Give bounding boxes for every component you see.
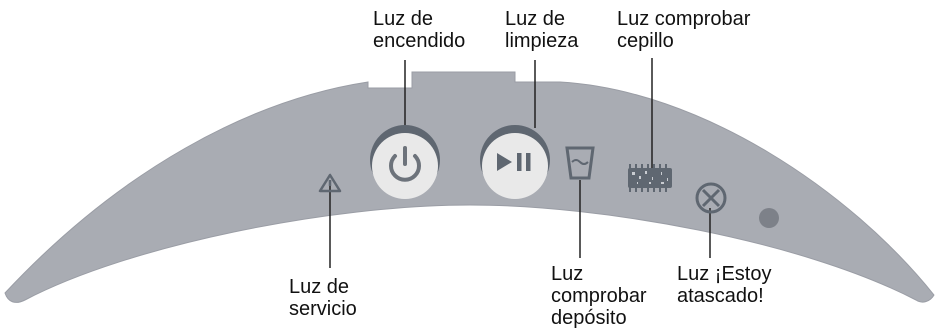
panel-body bbox=[4, 71, 935, 303]
label-power-light: Luz de encendido bbox=[373, 8, 466, 52]
brush-icon bbox=[628, 164, 672, 192]
power-button[interactable] bbox=[370, 125, 440, 199]
label-stuck-light: Luz ¡Estoy atascado! bbox=[677, 263, 772, 307]
play-pause-icon bbox=[497, 153, 531, 171]
bin-icon bbox=[565, 146, 595, 180]
label-service-light: Luz de servicio bbox=[289, 276, 357, 320]
label-check-brush-light: Luz comprobar cepillo bbox=[617, 8, 751, 52]
power-icon bbox=[389, 146, 421, 182]
label-clean-light: Luz de limpieza bbox=[505, 8, 579, 52]
warning-triangle-icon bbox=[318, 173, 342, 193]
clean-button[interactable] bbox=[480, 125, 550, 199]
indicator-dot bbox=[759, 208, 779, 228]
x-circle-icon bbox=[695, 182, 727, 214]
label-check-bin-light: Luz comprobar depósito bbox=[551, 263, 647, 329]
